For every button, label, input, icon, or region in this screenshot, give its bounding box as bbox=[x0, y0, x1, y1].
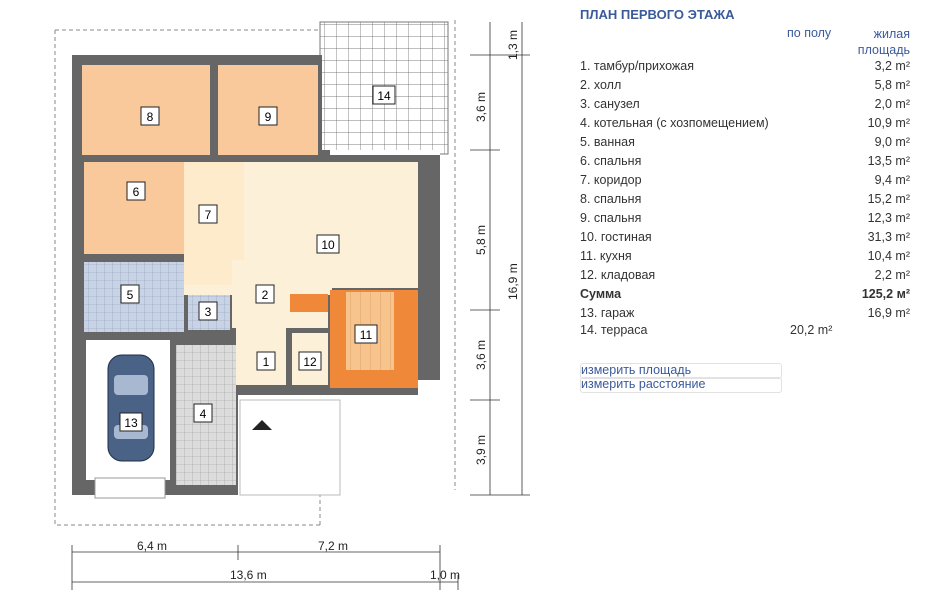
measure-area-button[interactable]: измерить площадь bbox=[580, 363, 782, 379]
dim-1-3: 1,3 m bbox=[506, 30, 520, 60]
area-row: 9. спальня 12,3 m² bbox=[580, 211, 910, 230]
row-label: 4. котельная (с хозпомещением) bbox=[580, 116, 769, 130]
col-living-line2: площадь bbox=[857, 43, 910, 57]
dim-3-9: 3,9 m bbox=[474, 435, 488, 465]
room-label-12: 12 bbox=[303, 355, 317, 369]
row-value: 2,0 m² bbox=[874, 97, 910, 111]
total-row: Сумма 125,2 м² bbox=[580, 287, 910, 306]
entrance-arrow-icon bbox=[252, 420, 272, 430]
row-value: 13,5 m² bbox=[867, 154, 910, 168]
row-value: 125,2 м² bbox=[861, 287, 910, 301]
row-label: 14. терраса bbox=[580, 323, 648, 337]
area-row: 5. ванная 9,0 m² bbox=[580, 135, 910, 154]
row-label: 8. спальня bbox=[580, 192, 642, 206]
row-value: 2,2 m² bbox=[874, 268, 910, 282]
room-label-13: 13 bbox=[124, 416, 138, 430]
row-value: 10,4 m² bbox=[867, 249, 910, 263]
area-row: 12. кладовая 2,2 m² bbox=[580, 268, 910, 287]
row-label: 6. спальня bbox=[580, 154, 642, 168]
area-row: 8. спальня 15,2 m² bbox=[580, 192, 910, 211]
row-value: 31,3 m² bbox=[867, 230, 910, 244]
area-row: 13. гараж 16,9 m² bbox=[580, 306, 910, 325]
room-label-10: 10 bbox=[321, 238, 335, 252]
panel-title: ПЛАН ПЕРВОГО ЭТАЖА bbox=[580, 7, 735, 22]
row-label: 2. холл bbox=[580, 78, 622, 92]
row-label: 9. спальня bbox=[580, 211, 642, 225]
room-label-3: 3 bbox=[205, 305, 212, 319]
col-living-line1: жилая bbox=[873, 27, 910, 41]
row-label: Сумма bbox=[580, 287, 622, 301]
room-label-6: 6 bbox=[133, 185, 140, 199]
dim-5-8: 5,8 m bbox=[474, 225, 488, 255]
terrace-row: 14. терраса 20,2 m² bbox=[580, 323, 910, 342]
room-label-14: 14 bbox=[377, 89, 391, 103]
area-row: 7. коридор 9,4 m² bbox=[580, 173, 910, 192]
row-label: 11. кухня bbox=[580, 249, 632, 263]
area-row: 2. холл 5,8 m² bbox=[580, 78, 910, 97]
row-value: 12,3 m² bbox=[867, 211, 910, 225]
area-row: 4. котельная (с хозпомещением) 10,9 m² bbox=[580, 116, 910, 135]
room-label-4: 4 bbox=[200, 407, 207, 421]
row-label: 13. гараж bbox=[580, 306, 635, 320]
col-living-header: жилая площадь bbox=[858, 26, 910, 58]
room-label-7: 7 bbox=[205, 208, 212, 222]
room-label-8: 8 bbox=[147, 110, 154, 124]
area-row: 10. гостиная 31,3 m² bbox=[580, 230, 910, 249]
col-floor-header: по полу bbox=[787, 26, 832, 40]
plot-outline bbox=[54, 20, 456, 526]
dim-1-0: 1,0 m bbox=[430, 568, 460, 582]
row-label: 7. коридор bbox=[580, 173, 642, 187]
dim-16-9: 16,9 m bbox=[506, 263, 520, 300]
room-label-1: 1 bbox=[263, 355, 270, 369]
car-icon bbox=[107, 354, 155, 462]
area-row: 3. санузел 2,0 m² bbox=[580, 97, 910, 116]
row-value: 15,2 m² bbox=[867, 192, 910, 206]
dim-6-4: 6,4 m bbox=[137, 539, 167, 553]
row-label: 12. кладовая bbox=[580, 268, 656, 282]
row-label: 10. гостиная bbox=[580, 230, 652, 244]
row-value: 5,8 m² bbox=[874, 78, 910, 92]
dim-13-6: 13,6 m bbox=[230, 568, 267, 582]
room-label-2: 2 bbox=[262, 288, 269, 302]
dim-3-6-top: 3,6 m bbox=[474, 92, 488, 122]
row-label: 3. санузел bbox=[580, 97, 640, 111]
dim-7-2: 7,2 m bbox=[318, 539, 348, 553]
row-label: 1. тамбур/прихожая bbox=[580, 59, 695, 73]
area-row: 6. спальня 13,5 m² bbox=[580, 154, 910, 173]
floor-plan: 1 2 3 4 5 6 7 8 9 10 11 12 13 14 1,3 m 3… bbox=[54, 20, 530, 590]
room-label-5: 5 bbox=[127, 288, 134, 302]
room-label-11: 11 bbox=[360, 328, 373, 342]
row-value: 9,0 m² bbox=[874, 135, 910, 149]
row-value: 10,9 m² bbox=[867, 116, 910, 130]
area-row: 1. тамбур/прихожая 3,2 m² bbox=[580, 59, 910, 78]
row-value: 9,4 m² bbox=[874, 173, 910, 187]
room-label-9: 9 bbox=[265, 110, 272, 124]
dim-3-6-mid: 3,6 m bbox=[474, 340, 488, 370]
row-label: 5. ванная bbox=[580, 135, 635, 149]
measure-distance-button[interactable]: измерить расстояние bbox=[580, 377, 782, 393]
row-value: 3,2 m² bbox=[874, 59, 910, 73]
row-floor-value: 20,2 m² bbox=[790, 323, 833, 337]
row-value: 16,9 m² bbox=[867, 306, 910, 320]
area-row: 11. кухня 10,4 m² bbox=[580, 249, 910, 268]
